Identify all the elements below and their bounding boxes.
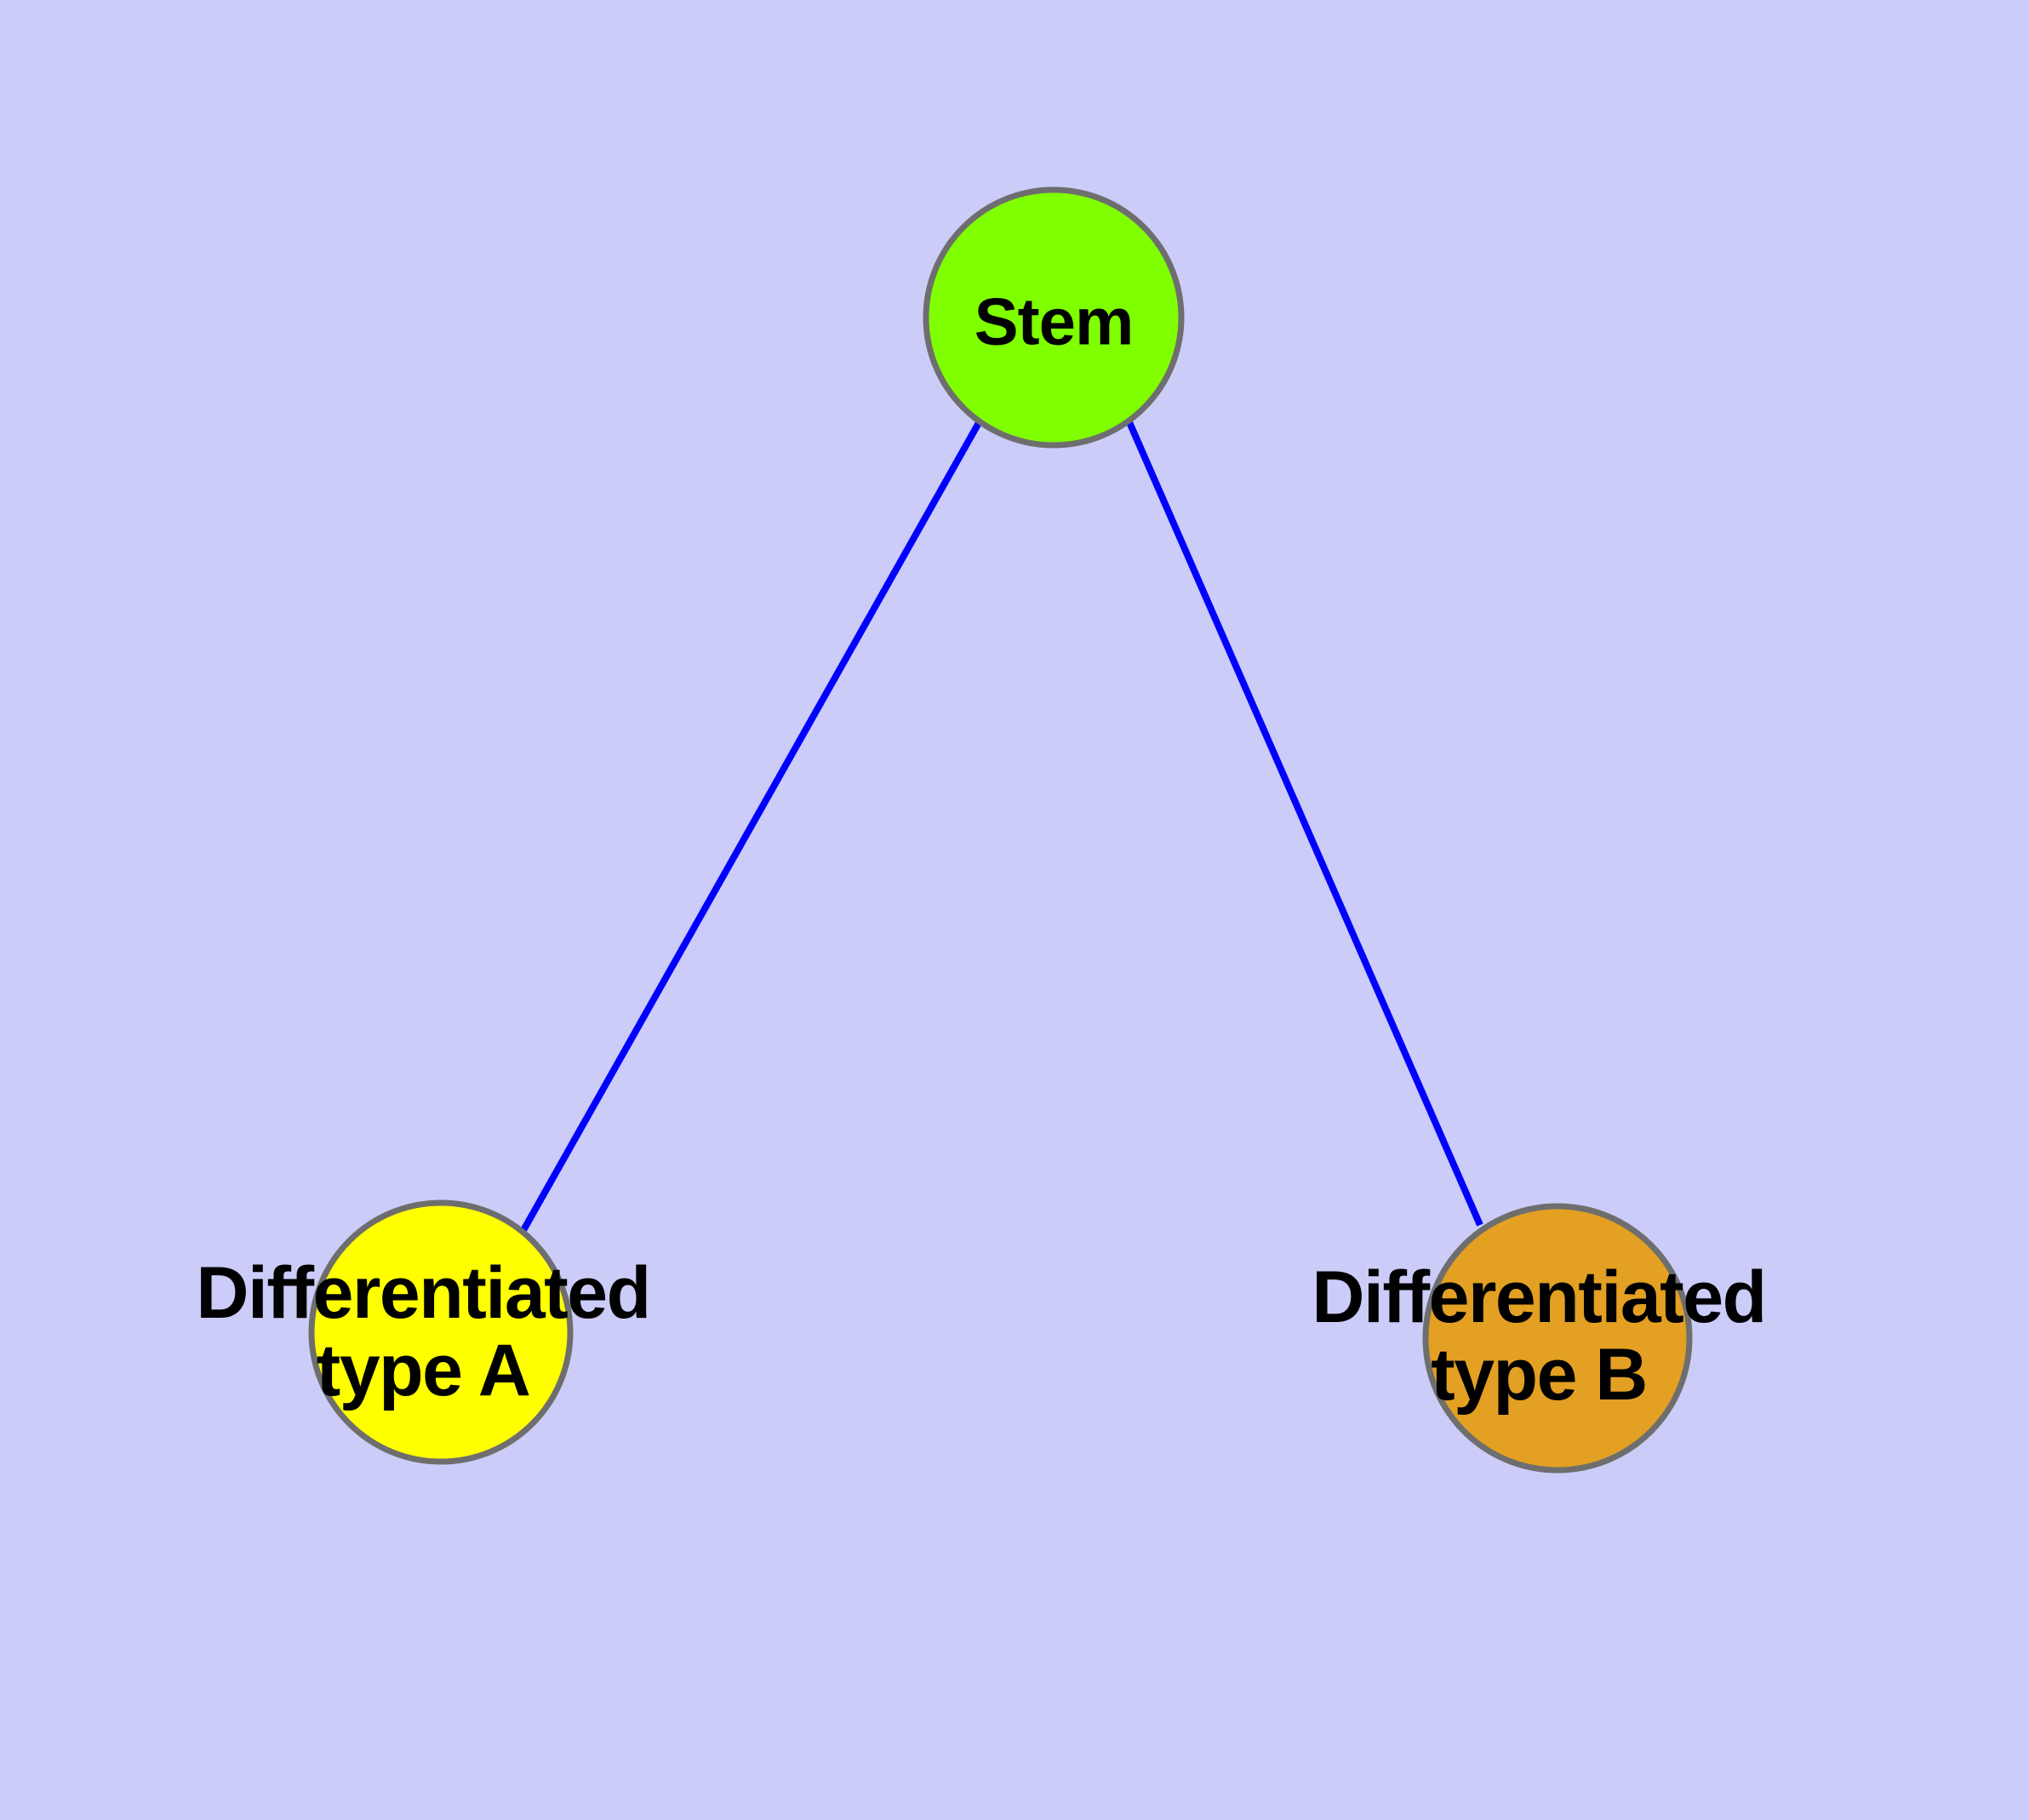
node-diff_a[interactable] bbox=[308, 1199, 574, 1465]
edges-layer bbox=[519, 420, 1483, 1233]
node-stem[interactable] bbox=[923, 186, 1185, 449]
nodes-layer bbox=[308, 186, 1693, 1474]
edge-stem-to-diff_b[interactable] bbox=[1126, 421, 1483, 1227]
edge-stem-to-diff_a[interactable] bbox=[519, 420, 983, 1233]
node-diff_b[interactable] bbox=[1422, 1203, 1693, 1474]
